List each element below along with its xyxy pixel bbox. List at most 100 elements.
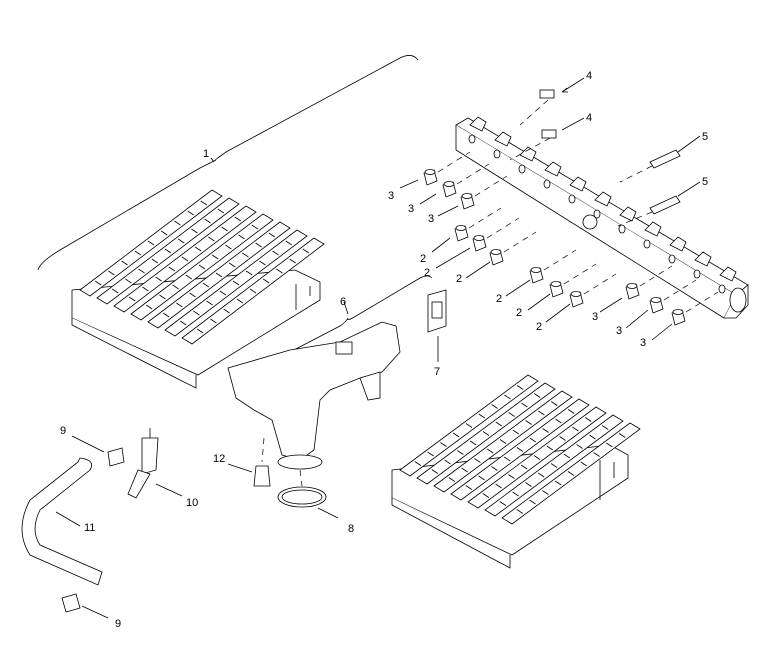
burner-slot <box>187 210 194 216</box>
burner-slot <box>262 278 270 284</box>
burner-slot <box>495 421 503 427</box>
burner-slot <box>537 472 545 478</box>
injector-top <box>424 169 436 175</box>
burner-slot <box>234 216 242 222</box>
electrode-10 <box>127 428 159 499</box>
upper-burner-bank <box>71 189 325 389</box>
manifold-hole <box>718 284 726 294</box>
burner-slot <box>147 240 155 246</box>
burner-slot <box>268 232 276 238</box>
manifold-hole <box>593 209 601 219</box>
burner-slot <box>302 248 310 254</box>
burner-slot <box>474 458 481 463</box>
burner-slot <box>142 286 149 292</box>
ignition-lead-tube-11 <box>21 457 103 586</box>
burner-slot <box>550 401 558 406</box>
label-11: 11 <box>84 522 95 534</box>
burner-slot <box>204 218 211 224</box>
burner-slot <box>160 230 168 236</box>
screw-5-upper <box>649 149 681 169</box>
burner-slot <box>444 459 451 465</box>
burner-slot <box>111 288 119 294</box>
injector-axis <box>563 263 597 285</box>
burner-slot <box>211 254 219 260</box>
burner-slot <box>193 310 200 316</box>
burner-slot <box>606 442 613 448</box>
burner-slot <box>194 246 202 252</box>
manifold-hole <box>693 269 701 279</box>
brace-1 <box>37 55 419 271</box>
burner-slot <box>414 461 422 466</box>
burner-slot <box>491 466 498 471</box>
manifold-hole <box>543 179 551 189</box>
injector-manifold-bar <box>455 116 749 319</box>
burner-slot <box>232 280 240 286</box>
manifold-hole <box>618 224 626 234</box>
burner-slot <box>499 439 507 444</box>
burner-slot <box>555 418 562 424</box>
screw-5-lower <box>649 195 681 215</box>
burner-slot <box>202 282 210 288</box>
manifold-lug <box>494 131 512 147</box>
label-2-a: 2 <box>420 253 426 265</box>
burner-slot <box>512 491 519 497</box>
burner-slot <box>576 444 583 449</box>
burner-slot <box>563 453 571 459</box>
burner-slot <box>516 447 524 452</box>
injector-top <box>455 225 467 231</box>
burner-slot <box>478 413 486 419</box>
burner-slot <box>251 224 259 230</box>
injector-top <box>461 193 473 199</box>
burner-slot <box>465 485 473 490</box>
burner-slot <box>529 499 536 505</box>
manifold-lug <box>519 146 537 162</box>
burner-slot <box>559 436 566 441</box>
burner-slot <box>525 420 532 425</box>
manifold-lug <box>644 221 662 237</box>
burner-slot <box>138 268 145 274</box>
burner-slot <box>172 284 179 290</box>
burner-slot <box>461 467 468 473</box>
burner-slot <box>191 228 198 234</box>
burner-slot <box>210 318 217 324</box>
label-5-lower: 5 <box>702 176 708 188</box>
manifold-lug <box>694 251 712 267</box>
label-2-c: 2 <box>456 273 462 285</box>
burner-slot <box>215 272 223 278</box>
gas-manifold-body <box>227 321 401 470</box>
burner-slot <box>198 264 206 270</box>
burner-slot <box>168 266 176 272</box>
burner-slot <box>289 258 296 264</box>
burner-slot <box>465 423 473 428</box>
burner-slot <box>238 234 245 240</box>
screw-4-upper <box>539 89 555 99</box>
injectors <box>423 151 719 326</box>
burner-slot <box>159 294 166 300</box>
burner-slot <box>589 434 596 440</box>
burner-slot <box>108 270 115 276</box>
label-3-d: 3 <box>592 311 598 323</box>
burner-slot <box>225 244 232 250</box>
manifold-lug <box>469 116 487 132</box>
injector-axis <box>486 217 520 239</box>
burner-slot <box>255 242 262 248</box>
burner-slot <box>478 475 485 481</box>
burner-slot <box>128 296 136 302</box>
manifold-lug <box>619 206 637 222</box>
burner-slot <box>285 240 293 246</box>
burner-slot <box>550 463 558 468</box>
burner-slot <box>525 482 532 487</box>
burner-slot <box>499 501 507 506</box>
injector-top <box>473 235 485 241</box>
label-4-lower: 4 <box>586 112 592 124</box>
burner-slot <box>174 220 181 226</box>
burner-slot <box>200 200 208 206</box>
screw-4-lower <box>541 129 557 139</box>
injector-top <box>530 267 542 273</box>
burner-slot <box>516 509 524 514</box>
burner-slot <box>155 276 162 282</box>
burner-slot <box>134 250 142 256</box>
injector-axis <box>468 207 502 229</box>
burner-slot <box>533 455 541 460</box>
label-7: 7 <box>434 366 440 378</box>
